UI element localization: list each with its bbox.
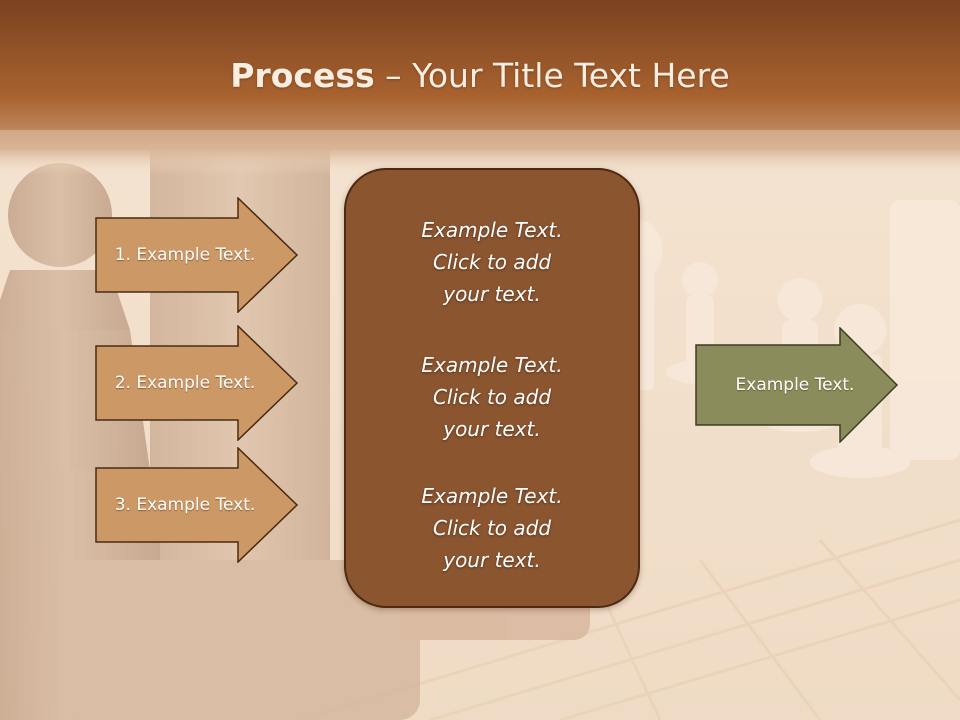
right-arrow-shape xyxy=(695,327,899,443)
center-text-box[interactable]: Example Text. Click to add your text. Ex… xyxy=(344,168,640,608)
slide-title: Process – Your Title Text Here xyxy=(0,54,960,98)
step-arrow-1[interactable]: 1. Example Text. xyxy=(95,197,300,313)
center-block-3: Example Text. Click to add your text. xyxy=(346,480,638,576)
center-block-2: Example Text. Click to add your text. xyxy=(346,349,638,445)
step-arrow-2[interactable]: 2. Example Text. xyxy=(95,325,300,441)
block-line: Click to add xyxy=(432,250,552,274)
block-line: your text. xyxy=(443,548,541,572)
output-label: Example Text. xyxy=(735,375,855,395)
block-line: Click to add xyxy=(432,385,552,409)
output-arrow[interactable]: Example Text. xyxy=(695,327,900,443)
step-label: 2. Example Text. xyxy=(114,373,256,393)
right-arrow-shape xyxy=(95,197,299,313)
title-rest: – Your Title Text Here xyxy=(374,56,730,95)
block-line: Click to add xyxy=(432,516,552,540)
step-label: 3. Example Text. xyxy=(114,495,256,515)
block-line: Example Text. xyxy=(421,484,563,508)
right-arrow-shape xyxy=(95,447,299,563)
right-arrow-shape xyxy=(95,325,299,441)
step-label: 1. Example Text. xyxy=(114,245,256,265)
step-arrow-3[interactable]: 3. Example Text. xyxy=(95,447,300,563)
block-line: Example Text. xyxy=(421,353,563,377)
center-block-1: Example Text. Click to add your text. xyxy=(346,214,638,310)
block-line: your text. xyxy=(443,282,541,306)
block-line: Example Text. xyxy=(421,218,563,242)
title-bold: Process xyxy=(230,56,375,95)
block-line: your text. xyxy=(443,417,541,441)
